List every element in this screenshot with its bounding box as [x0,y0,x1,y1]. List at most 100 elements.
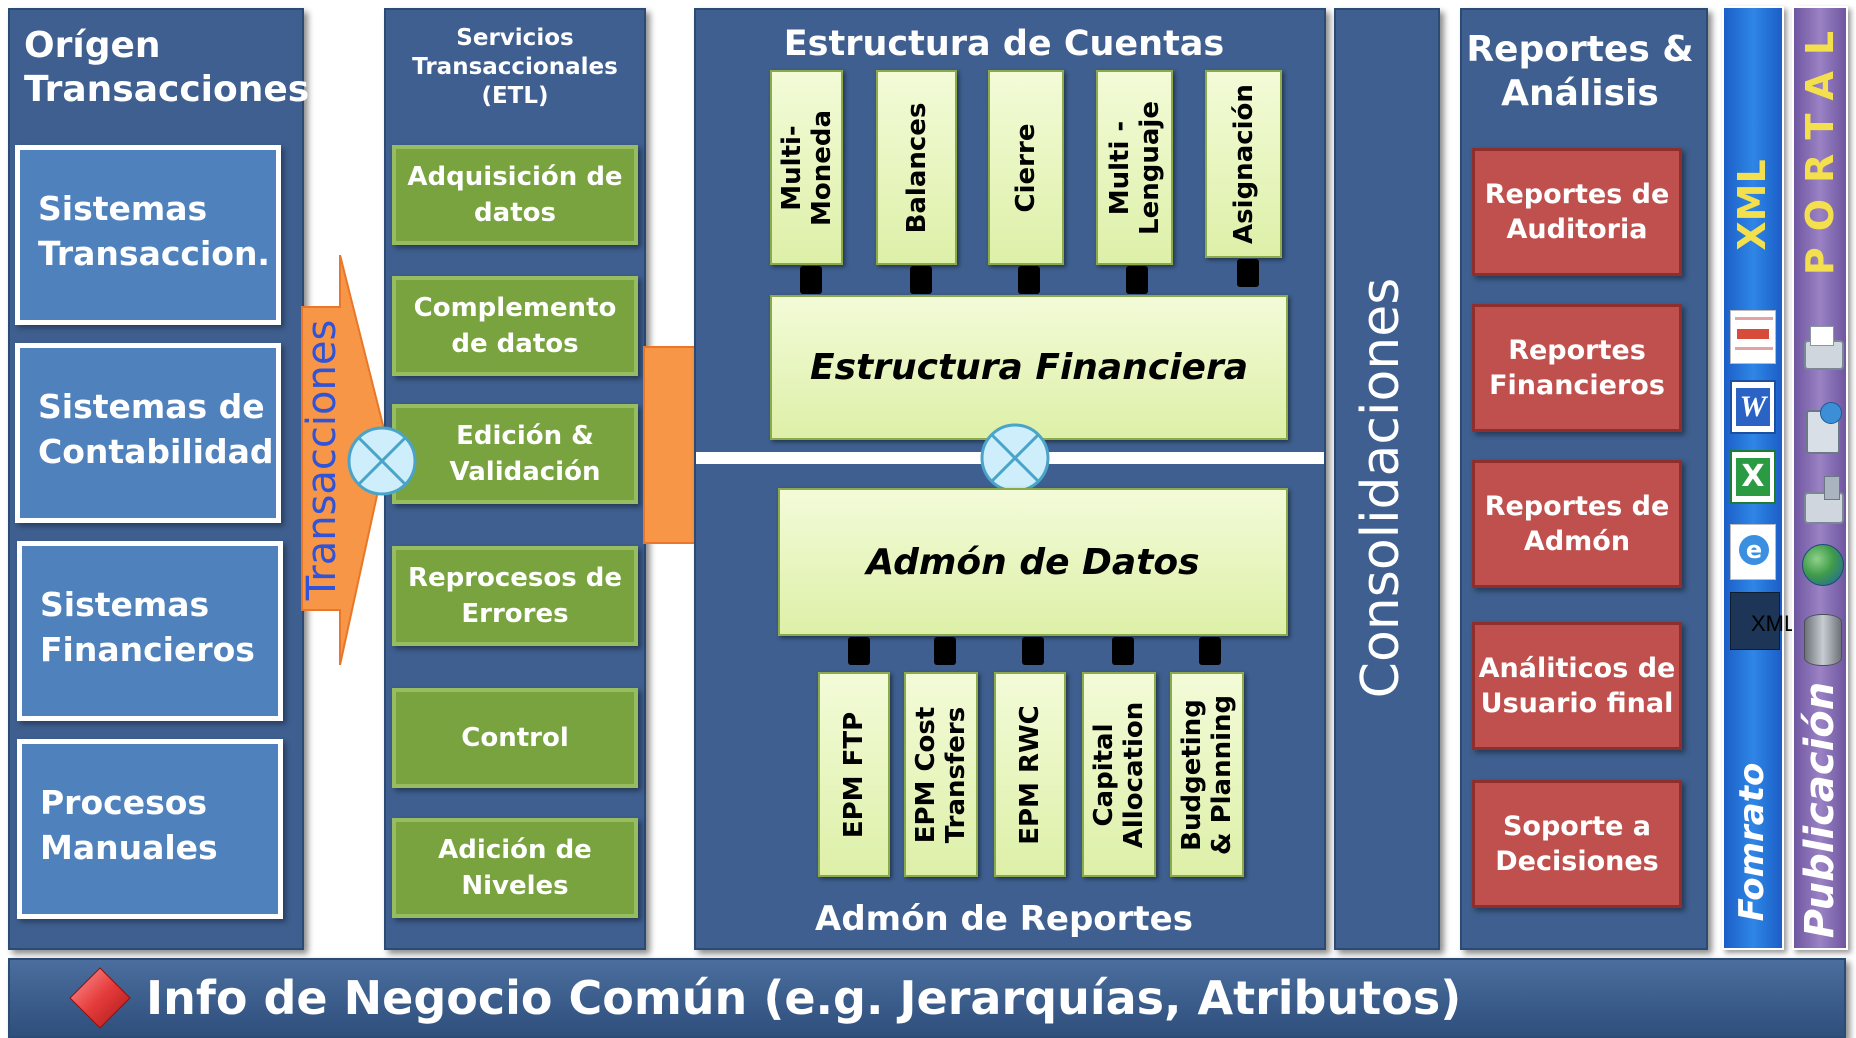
etl-box-line1: Edición & [456,421,594,451]
module-line1: Capital [1089,722,1119,827]
feature-line1: Balances [901,102,932,233]
source-box-procesos-manuales[interactable]: Procesos Manuales [17,739,283,919]
admon-datos-box[interactable]: Admón de Datos [778,488,1288,636]
connector-top-2 [910,266,932,294]
report-box-soporte[interactable]: Soporte a Decisiones [1472,780,1682,908]
reportes-title-line1: Reportes & [1466,29,1694,70]
network-icon[interactable] [1800,398,1844,460]
connector-top-5 [1237,259,1259,287]
transacciones-arrow [301,255,390,665]
source-box-line1: Sistemas [40,585,210,624]
feature-asignacion[interactable]: Asignación [1205,70,1282,258]
etl-box-control[interactable]: Control [392,688,638,788]
globe-icon[interactable] [1800,536,1844,598]
report-box-line1: Soporte a [1502,811,1652,842]
report-box-analiticos[interactable]: Análiticos de Usuario final [1472,622,1682,750]
xml-badge-label: XML [1751,611,1797,636]
module-line2: Transfers [941,706,971,843]
source-box-line1: Sistemas de [38,387,265,426]
excel-icon[interactable]: X [1730,450,1776,504]
fax-icon[interactable] [1800,470,1844,532]
connector-top-4 [1126,266,1148,294]
etl-box-line2: datos [474,198,556,228]
feature-line1: Multi - [1104,120,1135,215]
formato-label: Fomrato [1732,762,1772,922]
source-box-line1: Sistemas [38,189,208,228]
source-box-sistemas-contabilidad[interactable]: Sistemas de Contabilidad [15,343,281,523]
source-box-line1: Procesos [40,783,208,822]
feature-cierre[interactable]: Cierre [988,70,1064,265]
report-box-line1: Reportes de [1484,491,1670,522]
etl-title-line1: Servicios [456,25,574,51]
connector-bottom-2 [934,637,956,665]
module-line1: EPM FTP [839,711,869,838]
report-box-line2: Admón [1523,526,1631,557]
etl-title: Servicios Transaccionales (ETL) [384,24,646,111]
report-box-line2: Decisiones [1495,846,1659,877]
etl-box-line1: Complemento [413,293,617,323]
transacciones-label: Transacciones [299,319,345,601]
diamond-icon [69,967,131,1029]
feature-balances[interactable]: Balances [876,70,957,265]
module-line2: & Planning [1207,694,1237,855]
portal-label: PORTAL [1798,14,1842,276]
database-icon[interactable] [1802,608,1842,670]
connector-bottom-4 [1112,637,1134,665]
publicacion-label: Publicación [1797,681,1843,939]
printer-icon[interactable] [1800,322,1844,384]
report-box-line2: Usuario final [1480,688,1674,719]
source-box-sistemas-transaccion[interactable]: Sistemas Transaccion. [15,145,281,325]
etl-box-complemento[interactable]: Complemento de datos [392,276,638,376]
reportes-title-line2: Análisis [1501,73,1659,114]
module-epm-rwc[interactable]: EPM RWC [994,672,1066,877]
source-box-line2: Contabilidad [38,432,274,471]
source-box-sistemas-financieros[interactable]: Sistemas Financieros [17,541,283,721]
feature-multi-lenguaje[interactable]: Multi -Lenguaje [1096,70,1173,265]
feature-line1: Multi- [776,124,807,211]
source-box-line2: Financieros [40,630,255,669]
etl-title-line3: (ETL) [481,83,549,109]
consolidaciones-panel [1334,8,1440,950]
estructura-financiera-label: Estructura Financiera [810,347,1248,388]
portal-column [1792,6,1848,950]
etl-box-line2: Validación [449,457,601,487]
info-negocio-label: Info de Negocio Común (e.g. Jerarquías, … [146,971,1462,1025]
etl-box-line1: Reprocesos de [407,563,623,593]
etl-box-line2: de datos [451,329,579,359]
web-icon[interactable]: e [1730,524,1776,580]
module-line1: EPM Cost [911,706,941,843]
connector-bottom-1 [848,637,870,665]
module-budgeting-planning[interactable]: Budgeting& Planning [1170,672,1244,877]
module-line2: Allocation [1119,701,1149,848]
admon-datos-label: Admón de Datos [866,541,1200,583]
etl-box-line2: Errores [461,599,569,629]
origen-title-line2: Transacciones [24,69,310,110]
etl-box-reprocesos[interactable]: Reprocesos de Errores [392,546,638,646]
etl-box-line2: Niveles [461,871,569,901]
origen-title-line1: Orígen [24,25,161,66]
feature-line2: Moneda [806,109,837,226]
etl-box-edicion[interactable]: Edición & Validación [392,404,638,504]
consolidaciones-label: Consolidaciones [1351,277,1411,699]
module-epm-ftp[interactable]: EPM FTP [818,672,890,877]
admon-reportes-label: Admón de Reportes [815,899,1193,939]
module-line1: Budgeting [1177,698,1207,851]
report-box-line1: Análiticos de [1478,653,1676,684]
xml-file-icon[interactable]: XML [1730,592,1796,650]
pdf-icon[interactable] [1730,310,1776,364]
info-negocio-bar [8,958,1846,1038]
report-box-admon[interactable]: Reportes de Admón [1472,460,1682,588]
merge-icon [980,423,1050,493]
merge-icon [347,426,417,496]
word-icon[interactable]: W [1730,380,1776,434]
report-box-line2: Financieros [1489,370,1665,401]
report-box-line1: Reportes [1508,335,1646,366]
feature-multi-moneda[interactable]: Multi-Moneda [770,70,843,265]
estructura-financiera-box[interactable]: Estructura Financiera [770,295,1288,440]
